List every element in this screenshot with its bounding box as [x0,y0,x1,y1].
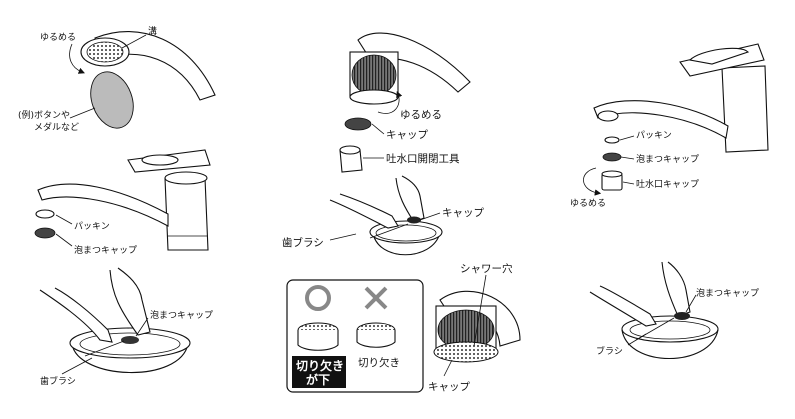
label-notch-down-1: 切り欠き [296,358,344,373]
label-toothbrush: 歯ブラシ [40,375,76,387]
label-groove: 溝 [148,25,157,37]
panel-faucet-left: パッキン 泡まつキャップ [34,149,211,256]
panel-bowl-left: 泡まつキャップ 歯ブラシ [39,267,213,387]
label-loosen: ゆるめる [400,109,442,121]
label-spout-cap: 吐水口キャップ [636,178,699,190]
label-shower-hole: シャワー穴 [460,262,513,275]
label-example: (例)ボタンや [18,109,70,121]
label-example2: メダルなど [34,121,79,133]
panel-orientation: 切り欠き が下 切り欠き [286,279,424,393]
label-cap: キャップ [428,381,470,393]
panel-coin-loosen: ゆるめる 溝 (例)ボタンや メダルなど [18,25,216,133]
packing-icon [604,136,620,144]
label-tool: 吐水口開閉工具 [386,153,460,165]
label-packing: パッキン [74,221,110,232]
foam-cap-icon [602,152,622,162]
panel-faucet-right: パッキン 泡まつキャップ 吐水口キャップ ゆるめる [570,43,769,209]
label-packing: パッキン [636,130,672,141]
label-cap: キャップ [442,207,484,219]
panel-bowl-center: キャップ 歯ブラシ [282,175,484,256]
coin-icon [90,71,134,129]
panel-shower-hole: シャワー穴 キャップ [428,262,521,393]
label-foam-cap: 泡まつキャップ [150,309,213,321]
label-cap: キャップ [386,129,428,141]
label-notch: 切り欠き [358,356,400,369]
foam-cap-icon [34,227,56,239]
label-brush: ブラシ [596,345,623,357]
label-loosen: ゆるめる [570,198,606,209]
packing-icon [35,209,55,219]
label-foam-cap: 泡まつキャップ [74,244,137,256]
label-notch-down-2: が下 [306,372,330,387]
correct-mark-icon [305,285,331,311]
label-toothbrush: 歯ブラシ [282,236,324,249]
panel-tool-loosen: ゆるめる キャップ 吐水口開閉工具 [339,32,471,173]
incorrect-mark-icon [364,286,388,310]
label-loosen: ゆるめる [40,32,76,43]
panel-bowl-right: 泡まつキャップ ブラシ [589,261,759,359]
cap-icon [344,117,372,131]
label-foam-cap: 泡まつキャップ [636,153,699,165]
label-foam-cap: 泡まつキャップ [696,287,759,299]
